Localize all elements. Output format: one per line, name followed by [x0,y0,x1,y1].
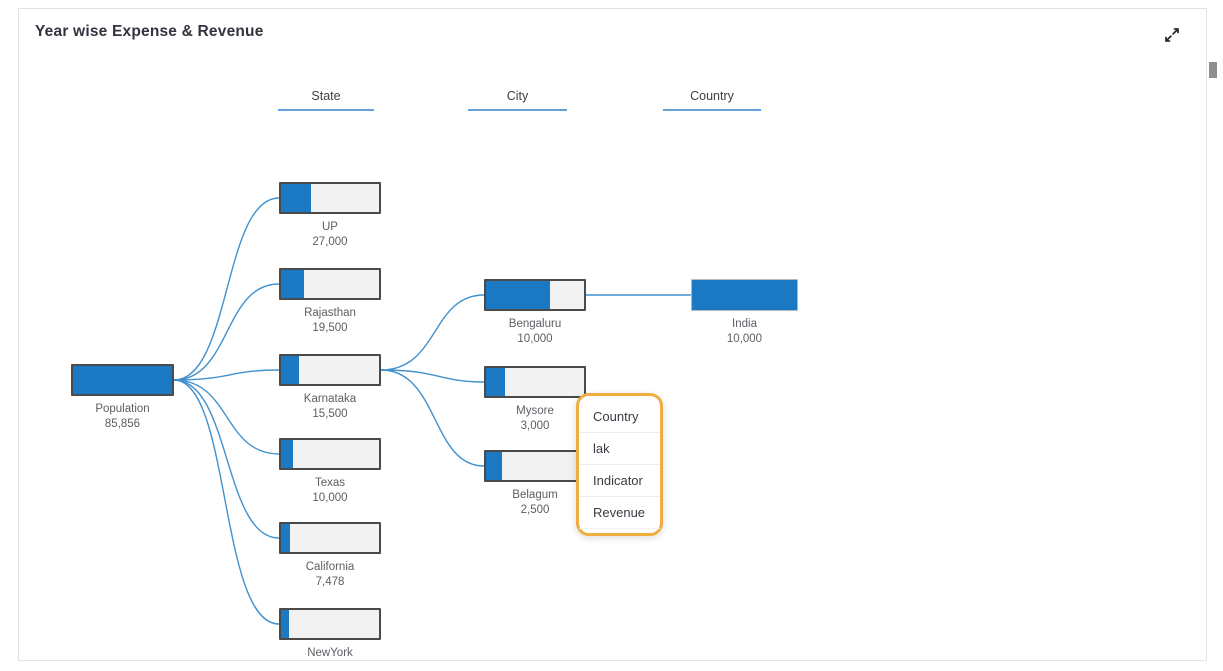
node-label: India [732,318,757,330]
node-karnataka: Karnataka 15,500 [279,354,381,420]
level-header-state[interactable]: State [278,83,374,111]
visual-title: Year wise Expense & Revenue [35,23,264,40]
node-value: 2,500 [520,504,550,516]
node-label: Rajasthan [304,307,356,319]
node-value: 10,000 [726,333,763,345]
visual-card: Year wise Expense & Revenue State City C… [18,8,1207,661]
node-label: California [305,561,355,573]
menu-item-country[interactable]: Country [579,401,660,433]
level-header-country[interactable]: Country [663,83,761,111]
menu-item-revenue[interactable]: Revenue [579,497,660,529]
expand-button[interactable] [1162,25,1182,45]
node-population-bar[interactable] [71,364,174,396]
node-label: Karnataka [303,393,357,405]
level-header-label: Country [690,89,734,103]
menu-item-indicator[interactable]: Indicator [579,465,660,497]
node-value: 85,856 [104,418,141,430]
node-population: Population 85,856 [71,364,174,430]
node-california-bar[interactable] [279,522,381,554]
node-caption: California 7,478 [255,560,405,590]
node-label: NewYork [307,647,353,659]
node-india-fill [692,280,797,310]
node-california-fill [281,524,290,552]
node-karnataka-bar[interactable] [279,354,381,386]
node-california: California 7,478 [279,522,381,588]
node-caption: Mysore 3,000 [460,404,610,434]
node-belagum-bar[interactable] [484,450,586,482]
node-caption: Belagum 2,500 [460,488,610,518]
node-mysore-fill [486,368,505,396]
node-rajasthan-fill [281,270,304,298]
node-label: Bengaluru [508,318,562,330]
node-mysore: Mysore 3,000 [484,366,586,432]
expand-icon [1165,28,1179,42]
node-belagum: Belagum 2,500 [484,450,586,516]
node-label: Belagum [512,489,558,501]
node-up: UP 27,000 [279,182,381,248]
level-header-city[interactable]: City [468,83,567,111]
scrollbar-thumb[interactable] [1209,62,1217,78]
node-texas-bar[interactable] [279,438,381,470]
node-belagum-fill [486,452,502,480]
node-newyork-fill [281,610,289,638]
node-bengaluru-fill [486,281,550,309]
node-texas: Texas 10,000 [279,438,381,504]
node-value: 27,000 [312,236,348,248]
node-value: 10,000 [517,333,553,345]
node-texas-fill [281,440,293,468]
node-population-fill [73,366,172,394]
node-caption: NewYork [255,646,405,660]
node-label: Population [95,403,150,415]
node-newyork: NewYork [279,608,381,659]
node-caption: Karnataka 15,500 [255,392,405,422]
connector-lines [173,197,691,625]
level-header-label: State [311,89,341,103]
node-caption: Texas 10,000 [255,476,405,506]
node-rajasthan-bar[interactable] [279,268,381,300]
node-caption: Bengaluru 10,000 [460,317,610,347]
node-karnataka-fill [281,356,299,384]
node-value: 7,478 [315,576,345,588]
node-india: India 10,000 [691,279,798,345]
node-label: UP [322,221,338,233]
node-rajasthan: Rajasthan 19,500 [279,268,381,334]
node-newyork-bar[interactable] [279,608,381,640]
node-mysore-bar[interactable] [484,366,586,398]
node-caption: India 10,000 [670,317,820,347]
node-value: 15,500 [312,408,348,420]
node-label: Texas [314,477,346,489]
node-value: 3,000 [520,420,550,432]
context-menu: Country lak Indicator Revenue [576,393,663,536]
level-header-label: City [506,89,529,103]
node-up-fill [281,184,312,212]
node-label: Mysore [516,405,554,417]
node-bengaluru: Bengaluru 10,000 [484,279,586,345]
node-value: 19,500 [312,322,348,334]
menu-item-lak[interactable]: lak [579,433,660,465]
node-caption: UP 27,000 [255,220,405,250]
node-india-bar[interactable] [691,279,798,311]
node-bengaluru-bar[interactable] [484,279,586,311]
node-value: 10,000 [312,492,348,504]
node-caption: Rajasthan 19,500 [255,306,405,336]
node-caption: Population 85,856 [48,402,198,432]
node-up-bar[interactable] [279,182,381,214]
